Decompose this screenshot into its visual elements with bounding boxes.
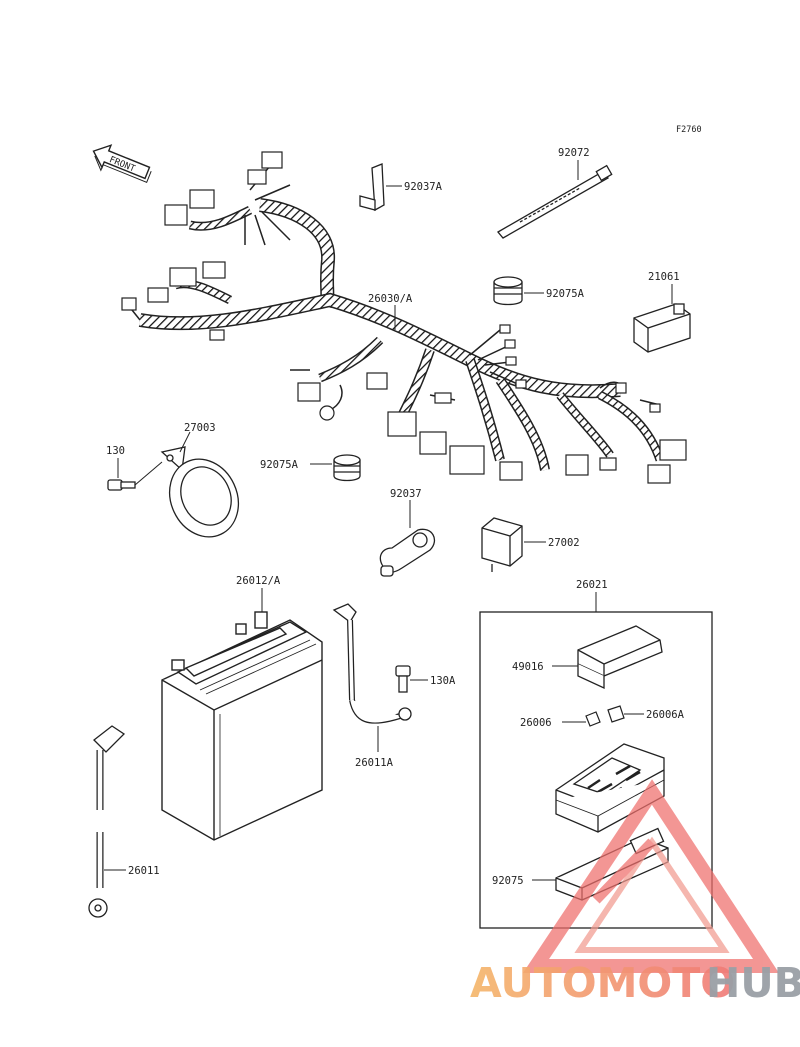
label-battery: 26012/A	[236, 575, 281, 587]
label-bolt: 130A	[430, 675, 456, 687]
label-fuse: 26006	[520, 717, 552, 729]
watermark-text-left: AUTOMOTO	[470, 959, 735, 1007]
clamp-mid	[379, 528, 435, 577]
bolt	[395, 665, 411, 693]
label-fuse-alt: 26006A	[646, 709, 685, 721]
figure-code: F2760	[676, 125, 702, 135]
strap-long	[497, 164, 613, 239]
label-strap-long: 92072	[558, 147, 590, 159]
label-lead-long: 26011	[128, 865, 160, 877]
damper-top	[493, 276, 523, 306]
label-lead-short: 26011A	[355, 757, 394, 769]
label-wiring-harness: 26030/A	[368, 293, 413, 305]
label-damper-top: 92075A	[546, 288, 585, 300]
label-relay: 27002	[548, 537, 580, 549]
label-horn: 27003	[184, 422, 216, 434]
watermark-text: AUTOMOTO HUB	[470, 959, 800, 1007]
cover	[577, 625, 663, 690]
label-horn-bolt: 130	[106, 445, 125, 457]
lead-long	[88, 725, 126, 918]
horn	[160, 446, 240, 538]
label-clamp-mid: 92037	[390, 488, 422, 500]
fuse	[585, 711, 601, 727]
watermark-text-right: HUB	[706, 959, 800, 1007]
horn-bolt	[107, 479, 136, 491]
front-arrow-icon: FRONT	[92, 144, 152, 183]
label-relay-block: 21061	[648, 271, 680, 283]
label-clamp-top: 92037A	[404, 181, 443, 193]
fuse-alt	[607, 705, 625, 723]
clamp-top	[359, 163, 385, 212]
label-junction-box: 26021	[576, 579, 608, 591]
damper-mid	[333, 454, 361, 482]
battery	[161, 611, 323, 841]
label-damper-box: 92075	[492, 875, 524, 887]
lead-short	[332, 603, 412, 724]
label-damper-mid: 92075A	[260, 459, 299, 471]
watermark-logo	[522, 779, 779, 973]
relay	[481, 517, 523, 572]
relay-block	[633, 303, 691, 353]
label-cover: 49016	[512, 661, 544, 673]
